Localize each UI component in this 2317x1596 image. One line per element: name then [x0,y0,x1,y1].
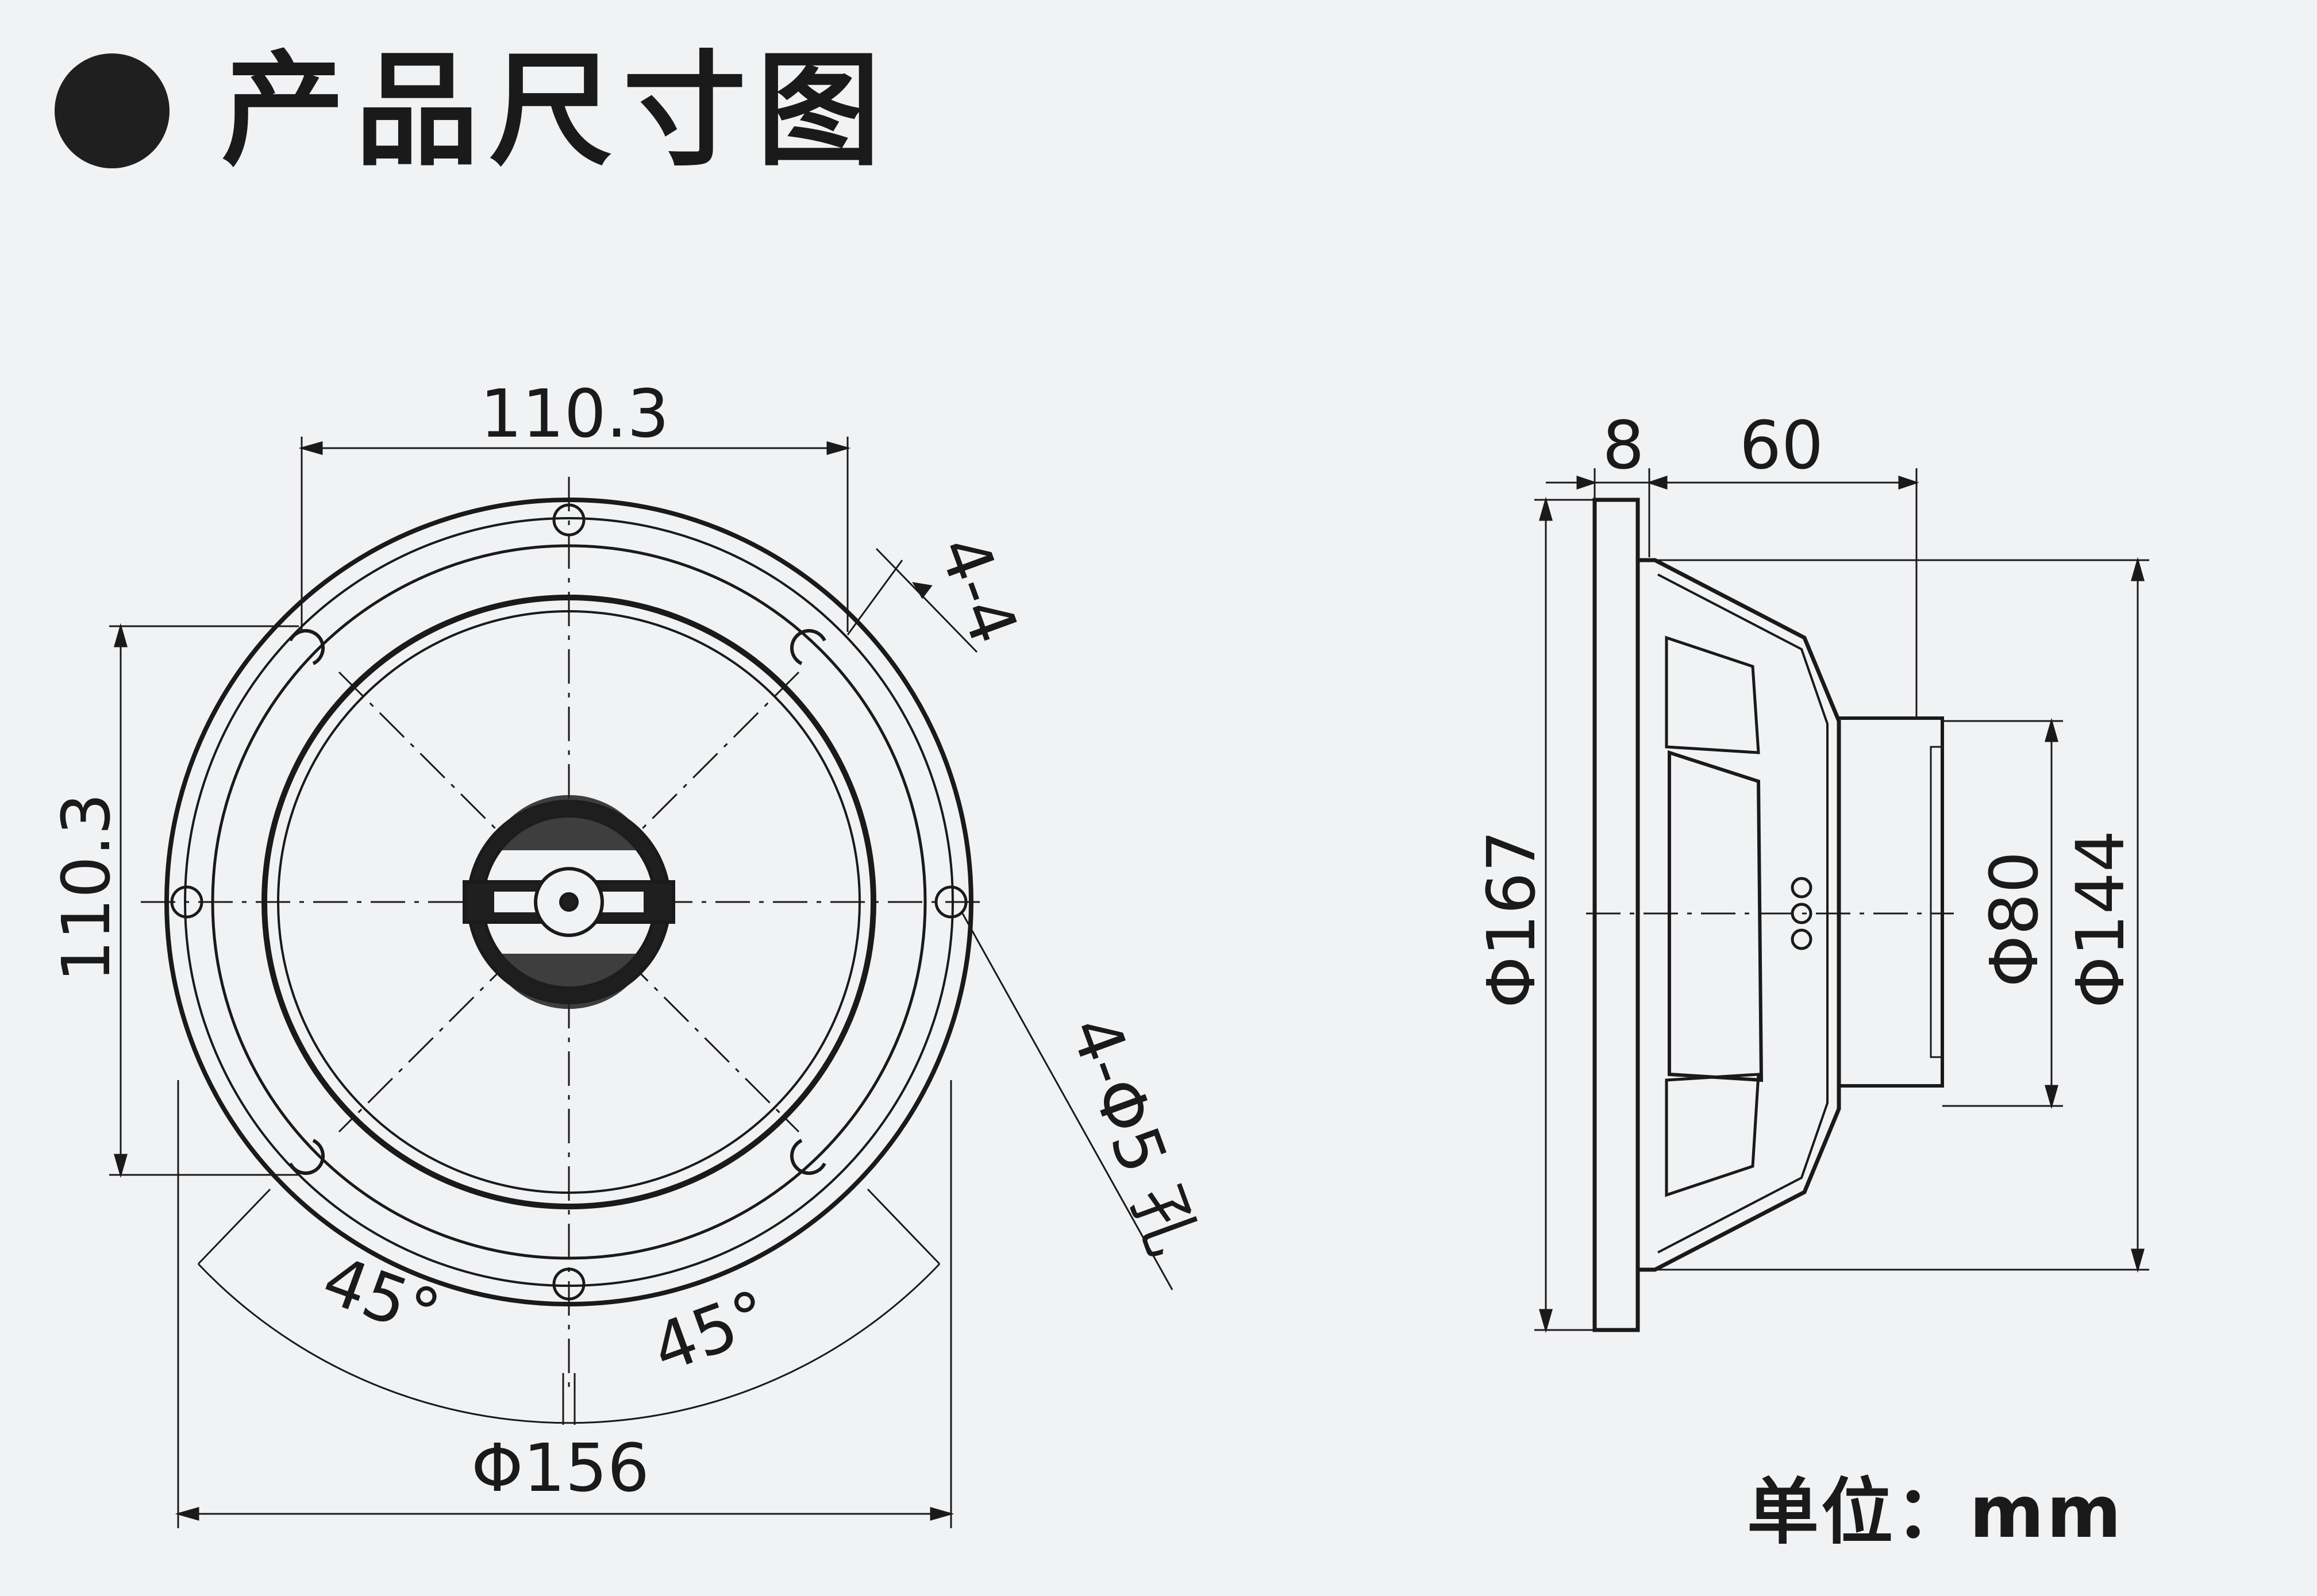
dim-depth-label: 60 [1739,407,1823,484]
bullet-icon [55,53,170,168]
dim-outer-label: Φ167 [1473,830,1550,1008]
dim-frame-label: Φ144 [2062,830,2139,1008]
basket-window-top [1665,635,1760,754]
dim-flange-label: 8 [1602,407,1644,484]
mounting-holes [170,503,968,1301]
dim-magnet-label: Φ80 [1976,851,2053,988]
dim-bottom [175,1080,954,1528]
side-dims [1534,468,2149,1333]
front-view [109,437,1173,1528]
dim-holes-label: 4-Φ5 孔 [1054,1007,1211,1265]
angle-arcs [197,1188,941,1425]
unit-label: 单位：mm [1747,1471,2124,1554]
header: 产品尺寸图 [55,49,891,172]
dim-bottom-label: Φ156 [471,1430,649,1507]
magnet [1837,716,1944,1088]
basket-window-bottom [1665,1073,1760,1197]
dim-left [109,623,299,1178]
side-labels: 8 60 Φ167 Φ80 Φ144 [1473,407,2139,1008]
tweeter [463,795,675,1009]
slot-leader [846,548,978,653]
hole-leader [961,913,1173,1290]
basket-window-mid [1668,750,1764,1082]
page-title: 产品尺寸图 [221,38,891,183]
flange [1592,498,1640,1332]
dim-top [298,437,851,632]
side-view [1534,468,2149,1333]
dim-top-label: 110.3 [480,376,669,453]
dim-slot-label: 4-4 [923,526,1033,653]
dim-left-label: 110.3 [48,793,125,982]
mounting-slots [288,629,826,1175]
